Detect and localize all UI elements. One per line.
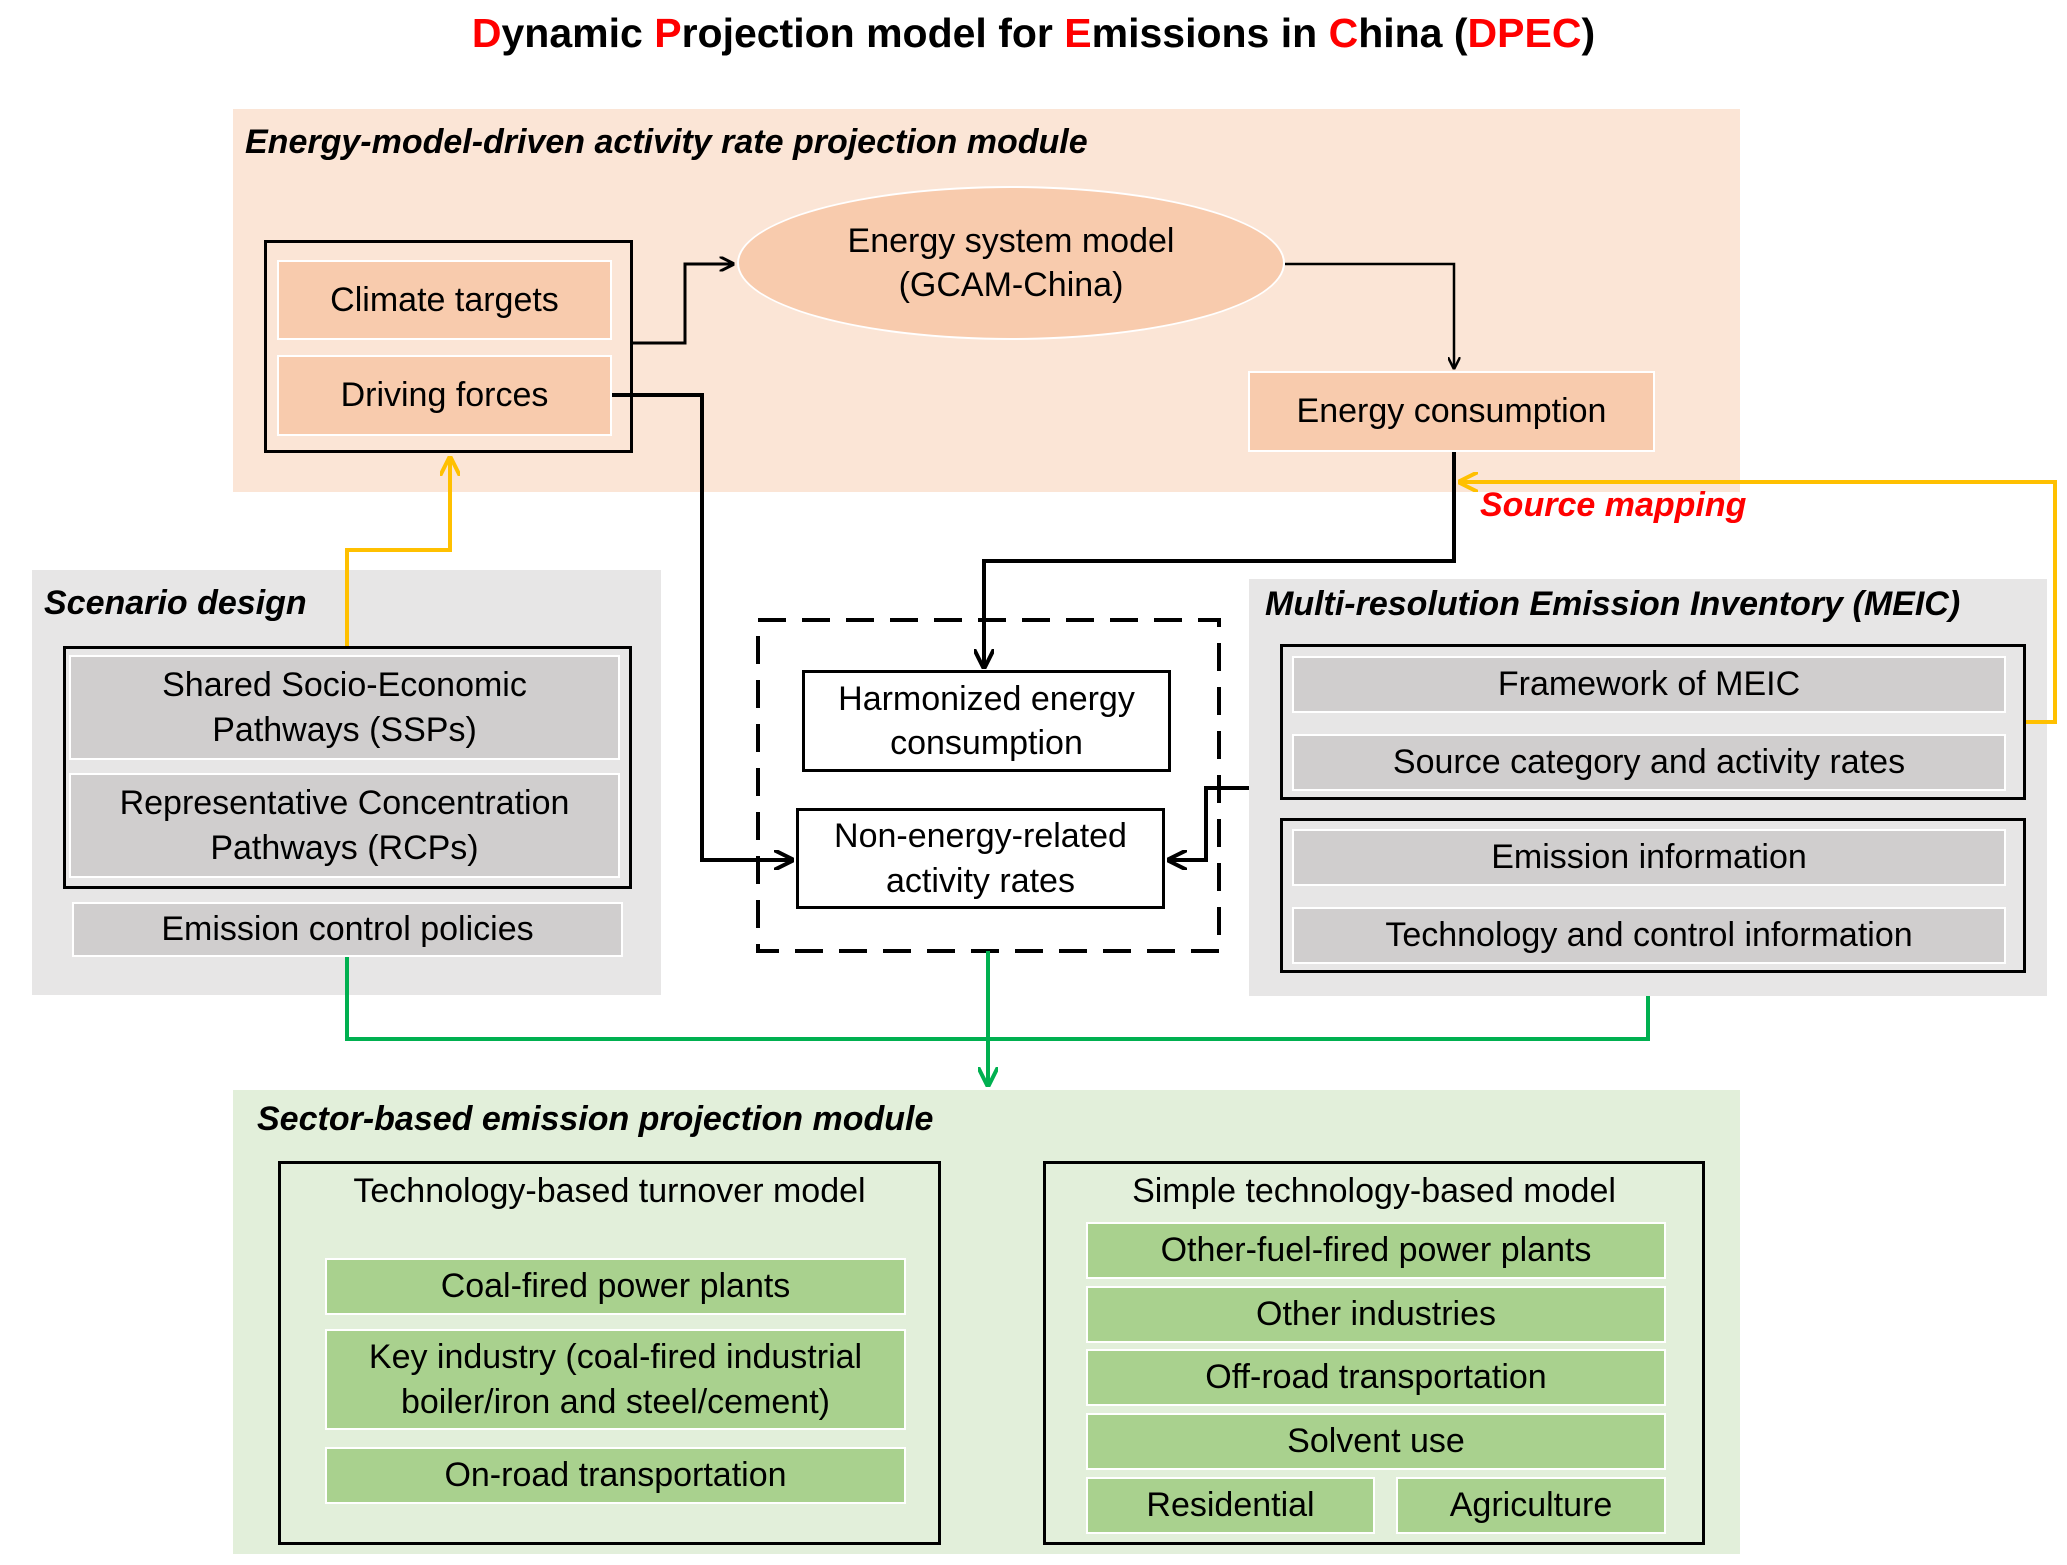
ssp-box: Shared Socio-Economic Pathways (SSPs) bbox=[69, 655, 620, 760]
source-mapping-label: Source mapping bbox=[1480, 486, 1747, 524]
emission-information-label: Emission information bbox=[1491, 838, 1807, 877]
key-industry-box: Key industry (coal-fired industrial boil… bbox=[325, 1329, 906, 1430]
rcp-line2: Pathways (RCPs) bbox=[210, 828, 479, 867]
simple-model-frame: Simple technology-based model bbox=[1043, 1161, 1705, 1545]
source-category-box: Source category and activity rates bbox=[1292, 734, 2006, 791]
title-part: E bbox=[1064, 10, 1092, 56]
arrow-meic-to-nonenergy bbox=[1169, 786, 1249, 860]
driving-forces-box: Driving forces bbox=[277, 355, 612, 436]
title-part: hina ( bbox=[1358, 10, 1468, 56]
solvent-use-box: Solvent use bbox=[1086, 1413, 1666, 1470]
other-fuel-power-label: Other-fuel-fired power plants bbox=[1160, 1231, 1592, 1270]
energy-consumption-label: Energy consumption bbox=[1296, 392, 1607, 431]
non-energy-activity-box: Non-energy-related activity rates bbox=[796, 808, 1165, 909]
framework-meic-label: Framework of MEIC bbox=[1497, 665, 1801, 704]
off-road-box: Off-road transportation bbox=[1086, 1349, 1666, 1406]
rcp-box: Representative Concentration Pathways (R… bbox=[69, 773, 620, 878]
off-road-label: Off-road transportation bbox=[1205, 1358, 1547, 1397]
emission-control-policies-label: Emission control policies bbox=[161, 910, 534, 949]
rcp-line1: Representative Concentration bbox=[119, 784, 570, 823]
ssp-line1: Shared Socio-Economic bbox=[162, 666, 527, 705]
nonenergy-line1: Non-energy-related bbox=[834, 817, 1127, 856]
on-road-label: On-road transportation bbox=[444, 1456, 787, 1495]
title-part: missions in bbox=[1091, 10, 1329, 56]
scenario-design-title: Scenario design bbox=[44, 584, 307, 622]
key-industry-line2: boiler/iron and steel/cement) bbox=[400, 1382, 830, 1421]
driving-forces-label: Driving forces bbox=[340, 376, 549, 415]
residential-box: Residential bbox=[1086, 1477, 1375, 1534]
technology-control-label: Technology and control information bbox=[1385, 916, 1913, 955]
solvent-use-label: Solvent use bbox=[1287, 1422, 1465, 1461]
climate-targets-label: Climate targets bbox=[330, 280, 559, 319]
nonenergy-line2: activity rates bbox=[886, 861, 1075, 900]
title-part: rojection model for bbox=[681, 10, 1065, 56]
coal-power-box: Coal-fired power plants bbox=[325, 1258, 906, 1315]
meic-title: Multi-resolution Emission Inventory (MEI… bbox=[1265, 585, 1961, 623]
meic-group2-frame bbox=[1280, 818, 2026, 973]
framework-meic-box: Framework of MEIC bbox=[1292, 656, 2006, 713]
harmonized-energy-box: Harmonized energy consumption bbox=[802, 670, 1171, 772]
title-part: D bbox=[471, 10, 502, 56]
coal-power-label: Coal-fired power plants bbox=[440, 1267, 791, 1306]
harmonized-line1: Harmonized energy bbox=[838, 679, 1135, 718]
on-road-box: On-road transportation bbox=[325, 1447, 906, 1504]
turnover-model-title: Technology-based turnover model bbox=[353, 1172, 866, 1210]
residential-label: Residential bbox=[1146, 1486, 1315, 1525]
energy-consumption-box: Energy consumption bbox=[1248, 371, 1655, 452]
climate-targets-box: Climate targets bbox=[277, 260, 612, 340]
source-category-label: Source category and activity rates bbox=[1392, 743, 1906, 782]
agriculture-label: Agriculture bbox=[1449, 1486, 1613, 1525]
diagram-title: Dynamic Projection model for Emissions i… bbox=[0, 10, 2067, 57]
harmonized-line2: consumption bbox=[890, 724, 1083, 762]
other-industries-label: Other industries bbox=[1256, 1295, 1496, 1334]
inputs-frame bbox=[264, 240, 633, 453]
energy-system-model-ellipse: Energy system model (GCAM-China) bbox=[737, 186, 1285, 340]
sector-module-title: Sector-based emission projection module bbox=[257, 1100, 934, 1138]
technology-control-box: Technology and control information bbox=[1292, 907, 2006, 964]
key-industry-line1: Key industry (coal-fired industrial bbox=[368, 1338, 863, 1377]
simple-model-title: Simple technology-based model bbox=[1132, 1172, 1616, 1210]
title-part: P bbox=[654, 10, 682, 56]
title-part: DPEC bbox=[1467, 10, 1582, 56]
energy-model-line1: Energy system model bbox=[847, 221, 1175, 260]
title-part: ) bbox=[1581, 10, 1596, 56]
other-fuel-power-box: Other-fuel-fired power plants bbox=[1086, 1222, 1666, 1279]
agriculture-box: Agriculture bbox=[1396, 1477, 1666, 1534]
emission-control-policies-box: Emission control policies bbox=[72, 902, 623, 957]
emission-information-box: Emission information bbox=[1292, 829, 2006, 886]
title-part: ynamic bbox=[501, 10, 655, 56]
turnover-model-frame: Technology-based turnover model bbox=[278, 1161, 941, 1545]
ssp-line2: Pathways (SSPs) bbox=[212, 710, 477, 749]
energy-module-title: Energy-model-driven activity rate projec… bbox=[245, 123, 1088, 161]
title-part: C bbox=[1328, 10, 1359, 56]
other-industries-box: Other industries bbox=[1086, 1286, 1666, 1343]
energy-model-line2: (GCAM-China) bbox=[898, 266, 1124, 304]
